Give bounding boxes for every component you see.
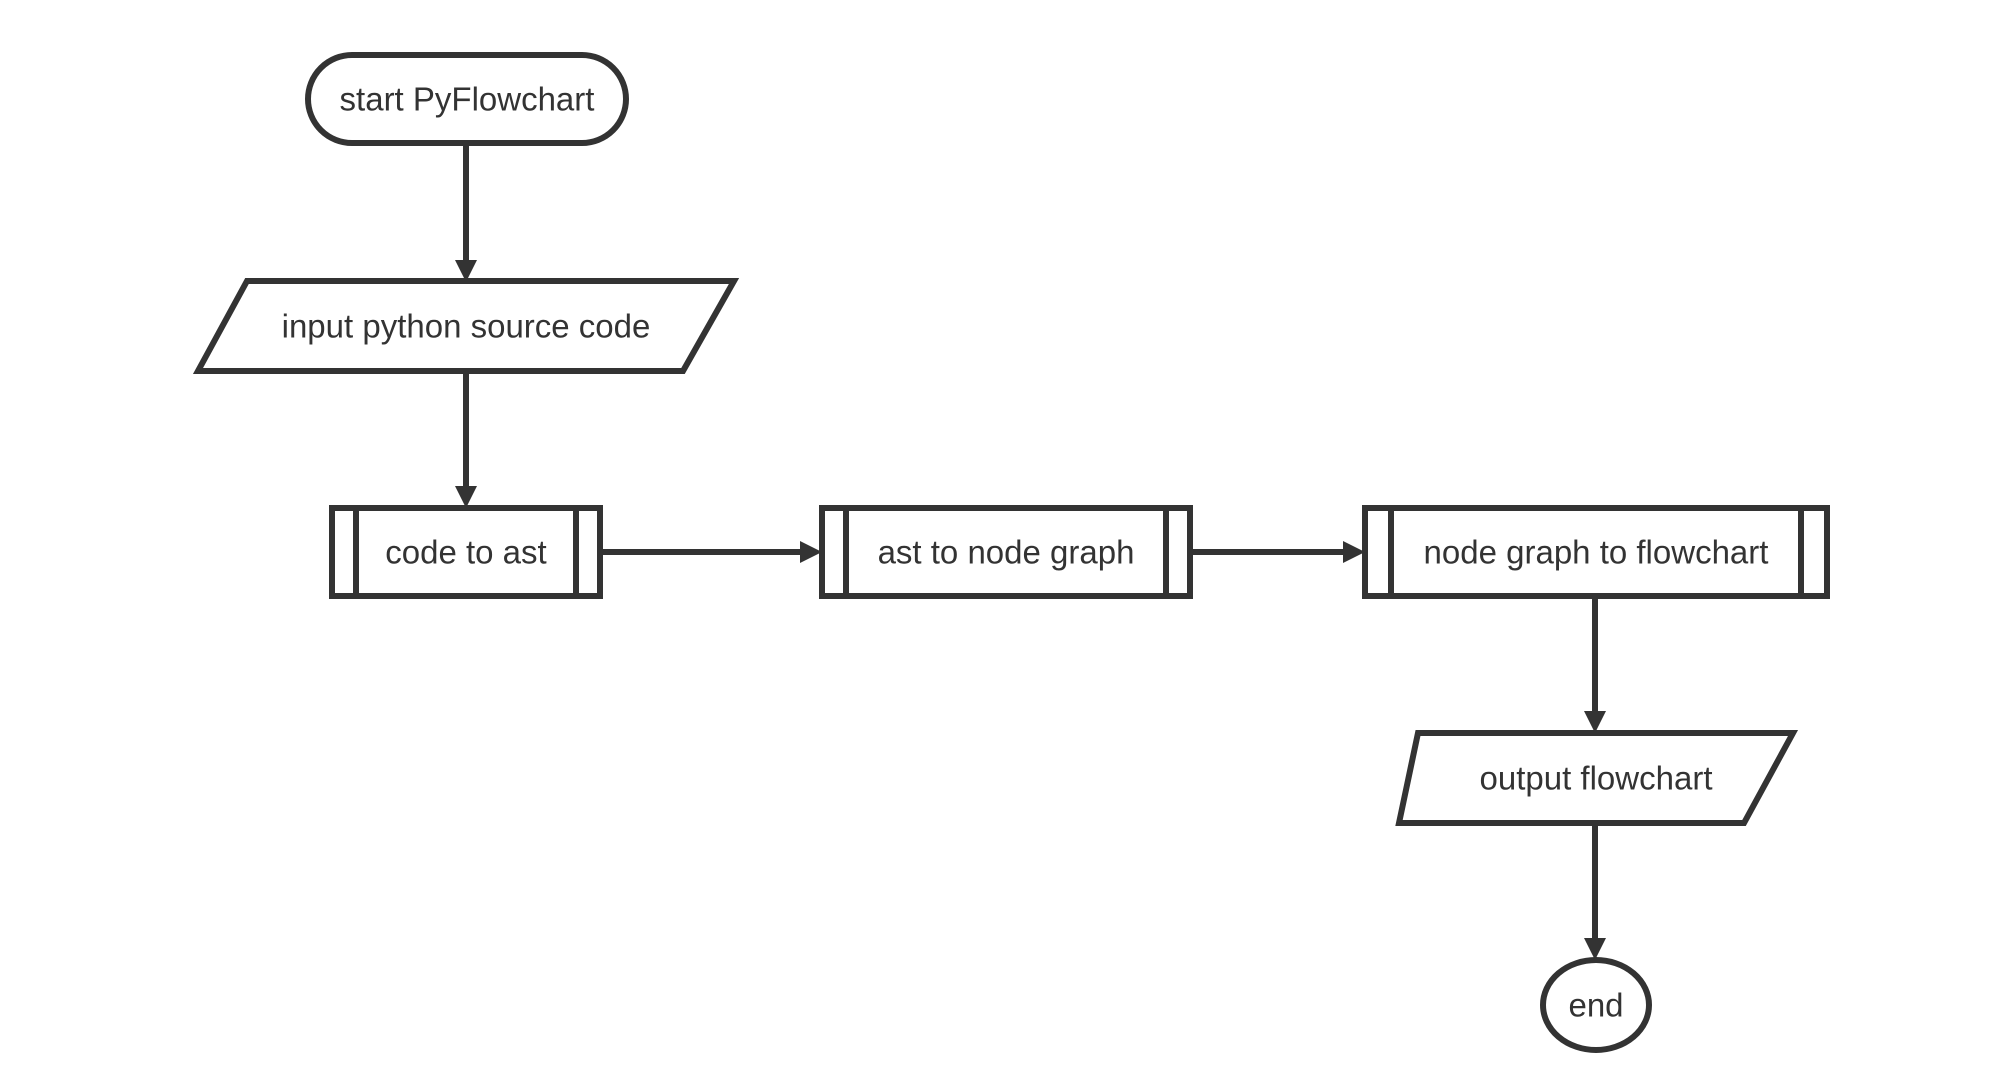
start-node[interactable]: start PyFlowchart (305, 52, 629, 146)
edge-code-to-ast-to-ast-to-node-graph (603, 541, 822, 563)
edge-ast-to-node-graph-to-node-graph-to-flowchart (1192, 541, 1365, 563)
edge-input-to-code-to-ast (455, 372, 477, 508)
code-to-ast-node[interactable]: code to ast (329, 505, 603, 599)
node-graph-to-flowchart-node[interactable]: node graph to flowchart (1362, 505, 1830, 599)
end-node[interactable]: end (1540, 957, 1652, 1053)
edge-output-to-end (1584, 824, 1606, 960)
edges (455, 143, 1606, 960)
ast-to-node-graph-label: ast to node graph (878, 534, 1135, 571)
output-node-label: output flowchart (1480, 760, 1713, 797)
ast-to-node-graph-node[interactable]: ast to node graph (819, 505, 1193, 599)
input-node-label: input python source code (282, 308, 651, 345)
code-to-ast-label: code to ast (385, 534, 546, 571)
start-node-label: start PyFlowchart (340, 81, 595, 118)
edge-node-graph-to-flowchart-to-output (1584, 597, 1606, 733)
node-graph-to-flowchart-label: node graph to flowchart (1424, 534, 1769, 571)
edge-start-to-input (455, 143, 477, 282)
output-node[interactable]: output flowchart (1395, 730, 1799, 826)
input-node[interactable]: input python source code (192, 278, 740, 374)
end-node-label: end (1568, 987, 1623, 1024)
